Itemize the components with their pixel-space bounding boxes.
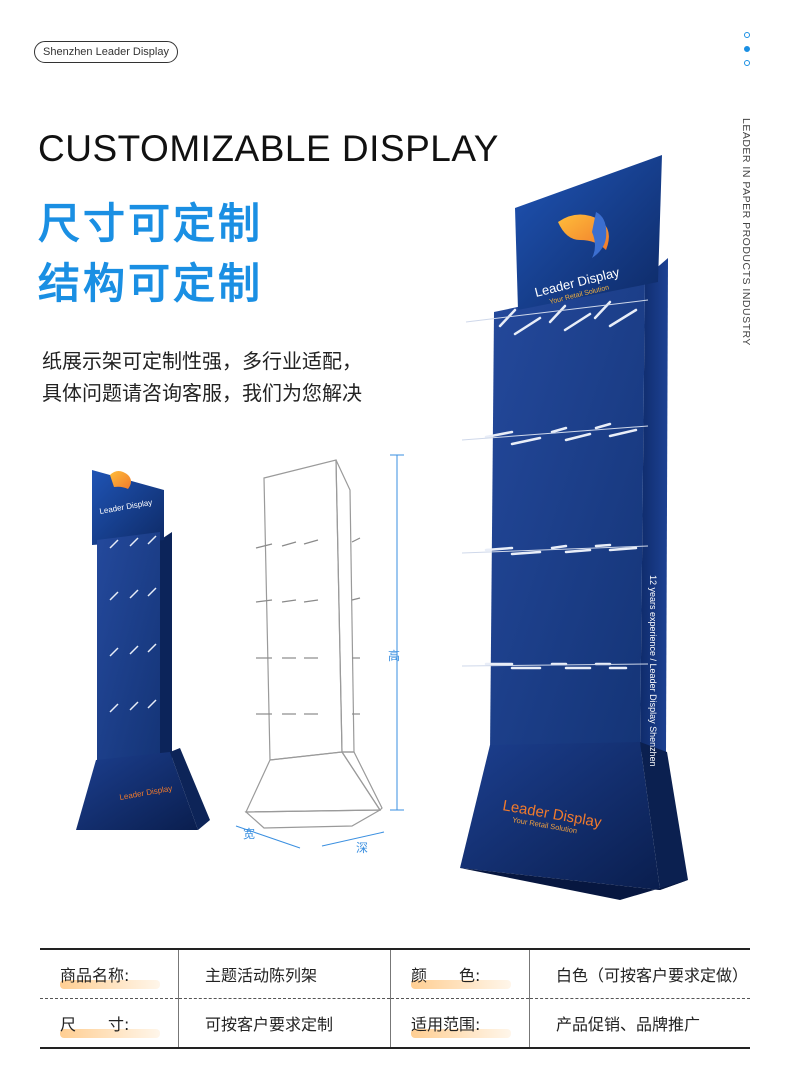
page-title: CUSTOMIZABLE DISPLAY <box>38 128 499 169</box>
spec-label: 适用范围: <box>411 1015 481 1034</box>
indicator-dot <box>744 32 750 38</box>
spec-label: 尺 寸: <box>60 1015 130 1034</box>
small-display-side <box>160 532 172 768</box>
headline-structure: 结构可定制 <box>38 259 264 308</box>
height-label: 高 <box>388 648 400 663</box>
small-logo-icon <box>110 471 131 489</box>
spec-label-cell: 尺 寸: <box>40 998 179 1049</box>
headline-size: 尺寸可定制 <box>38 199 264 248</box>
indicator-dot-active <box>744 46 750 52</box>
large-display-side <box>640 258 668 752</box>
large-side-print: 12 years experience / Leader Display She… <box>648 575 658 767</box>
small-hooks <box>109 535 157 713</box>
spec-value: 主题活动陈列架 <box>178 948 391 999</box>
spec-value: 可按客户要求定制 <box>178 998 391 1049</box>
small-display-header <box>92 470 164 545</box>
spec-label: 商品名称: <box>60 966 130 985</box>
spec-value: 产品促销、品牌推广 <box>529 998 750 1049</box>
table-row: 商品名称: 主题活动陈列架 颜 色: 白色（可按客户要求定做） <box>40 948 750 999</box>
large-display-base-front <box>460 742 660 890</box>
spec-label: 颜 色: <box>411 966 481 985</box>
large-hook-rails <box>461 299 649 667</box>
small-display-panel <box>97 532 160 770</box>
large-display: Leader Display Your Retail Solution 12 y… <box>460 155 688 900</box>
spec-label-cell: 适用范围: <box>390 998 530 1049</box>
description-line-1: 纸展示架可定制性强，多行业适配， <box>42 349 362 373</box>
table-row: 尺 寸: 可按客户要求定制 适用范围: 产品促销、品牌推广 <box>40 998 750 1049</box>
width-label: 宽 <box>243 826 255 841</box>
structure-diagram <box>244 459 383 829</box>
spec-label-cell: 颜 色: <box>390 948 530 999</box>
side-vertical-text: LEADER IN PAPER PRODUCTS INDUSTRY <box>740 118 752 346</box>
spec-label-cell: 商品名称: <box>40 948 179 999</box>
small-display: Leader Display Leader Display <box>76 470 210 830</box>
small-display-base <box>76 752 198 830</box>
page-indicator <box>744 32 752 74</box>
large-display-panel <box>490 280 645 752</box>
description-line-2: 具体问题请咨询客服，我们为您解决 <box>42 381 362 405</box>
large-display-base-side <box>640 742 688 890</box>
brand-pill: Shenzhen Leader Display <box>34 41 178 63</box>
dimension-lines <box>235 454 404 849</box>
indicator-dot <box>744 60 750 66</box>
depth-label: 深 <box>356 841 368 855</box>
spec-value: 白色（可按客户要求定做） <box>529 948 750 999</box>
spec-table: 商品名称: 主题活动陈列架 颜 色: 白色（可按客户要求定做） 尺 寸: 可按客… <box>40 948 750 1049</box>
large-hooks <box>484 300 638 670</box>
